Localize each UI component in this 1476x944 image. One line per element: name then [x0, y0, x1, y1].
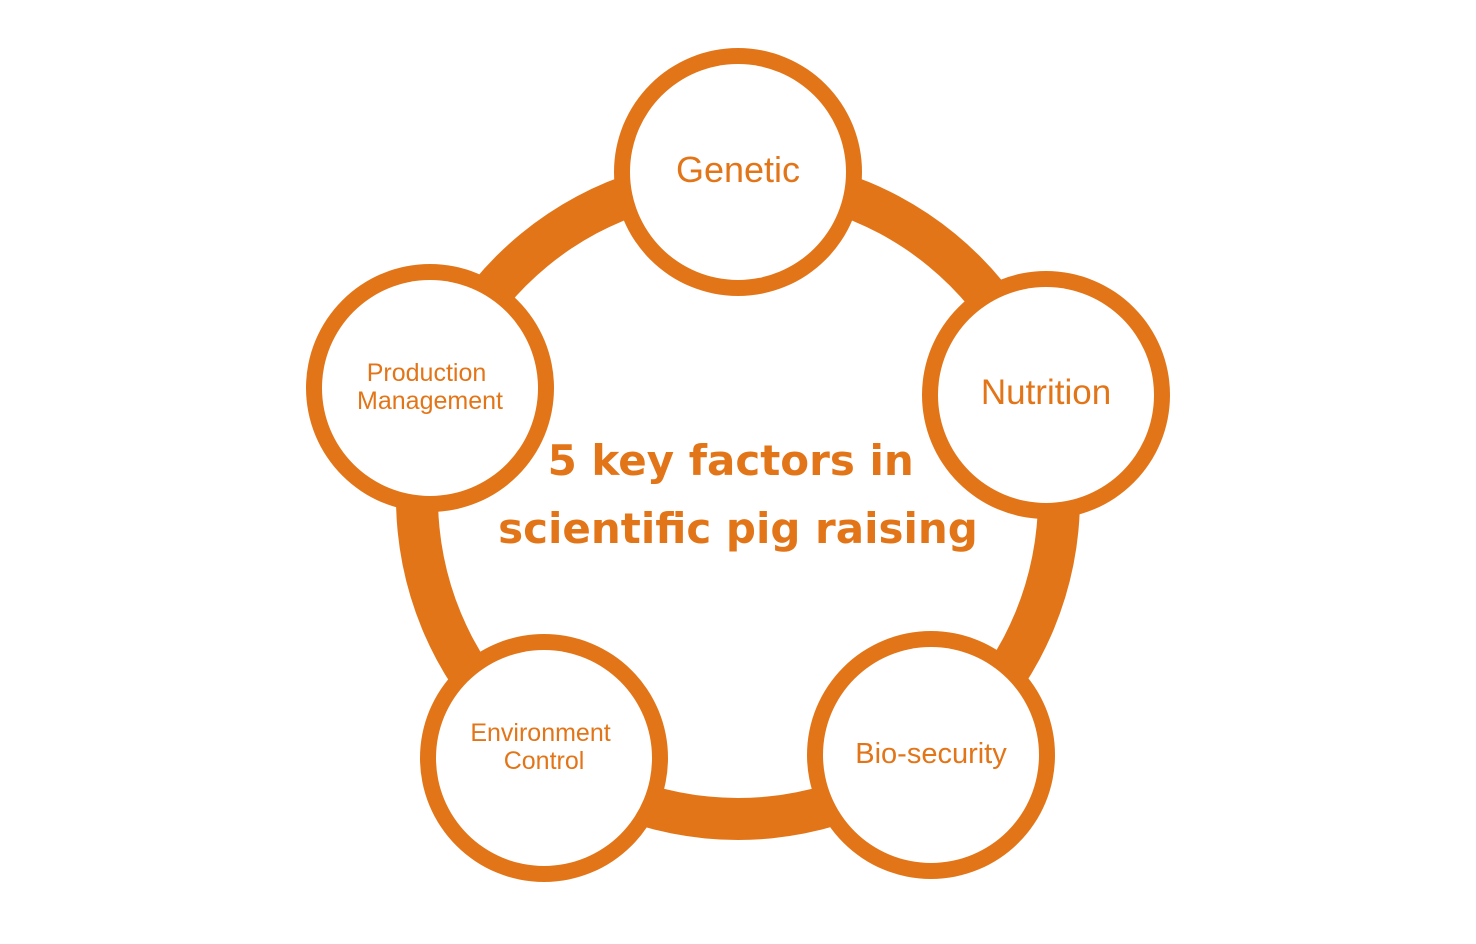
factor-label-environment-control-line-2: Control	[504, 747, 585, 775]
factor-label-genetic: Genetic	[676, 149, 800, 190]
factor-node-nutrition-fill	[938, 287, 1154, 503]
factor-node-genetic-fill	[630, 64, 846, 280]
factor-node-nutrition: Nutrition	[922, 271, 1170, 519]
factor-label-production-management-line-1: Production	[367, 359, 487, 387]
factor-node-genetic: Genetic	[614, 48, 862, 296]
factor-node-environment-control: Environment Control	[420, 634, 668, 882]
factor-node-production-management: Production Management	[306, 264, 554, 512]
factor-label-nutrition-line-1: Nutrition	[981, 373, 1111, 412]
factor-node-bio-security: Bio-security	[807, 631, 1055, 879]
factor-label-environment-control: Environment Control	[470, 719, 617, 775]
center-title-line-1: 5 key factors in	[548, 436, 914, 485]
factor-label-genetic-line-1: Genetic	[676, 149, 800, 190]
factor-label-bio-security: Bio-security	[855, 738, 1007, 770]
center-title-line-2: scientific pig raising	[498, 504, 978, 553]
factor-node-bio-security-fill	[823, 647, 1039, 863]
factor-label-nutrition: Nutrition	[981, 373, 1111, 412]
factor-label-bio-security-line-1: Bio-security	[855, 738, 1007, 770]
factor-node-production-management-fill	[322, 280, 538, 496]
factor-label-production-management-line-2: Management	[357, 387, 503, 415]
center-title: 5 key factors in scientific pig raising	[498, 436, 978, 553]
factor-label-environment-control-line-1: Environment	[470, 719, 610, 747]
factor-label-production-management: Production Management	[357, 359, 503, 415]
factor-node-environment-control-fill	[436, 650, 652, 866]
